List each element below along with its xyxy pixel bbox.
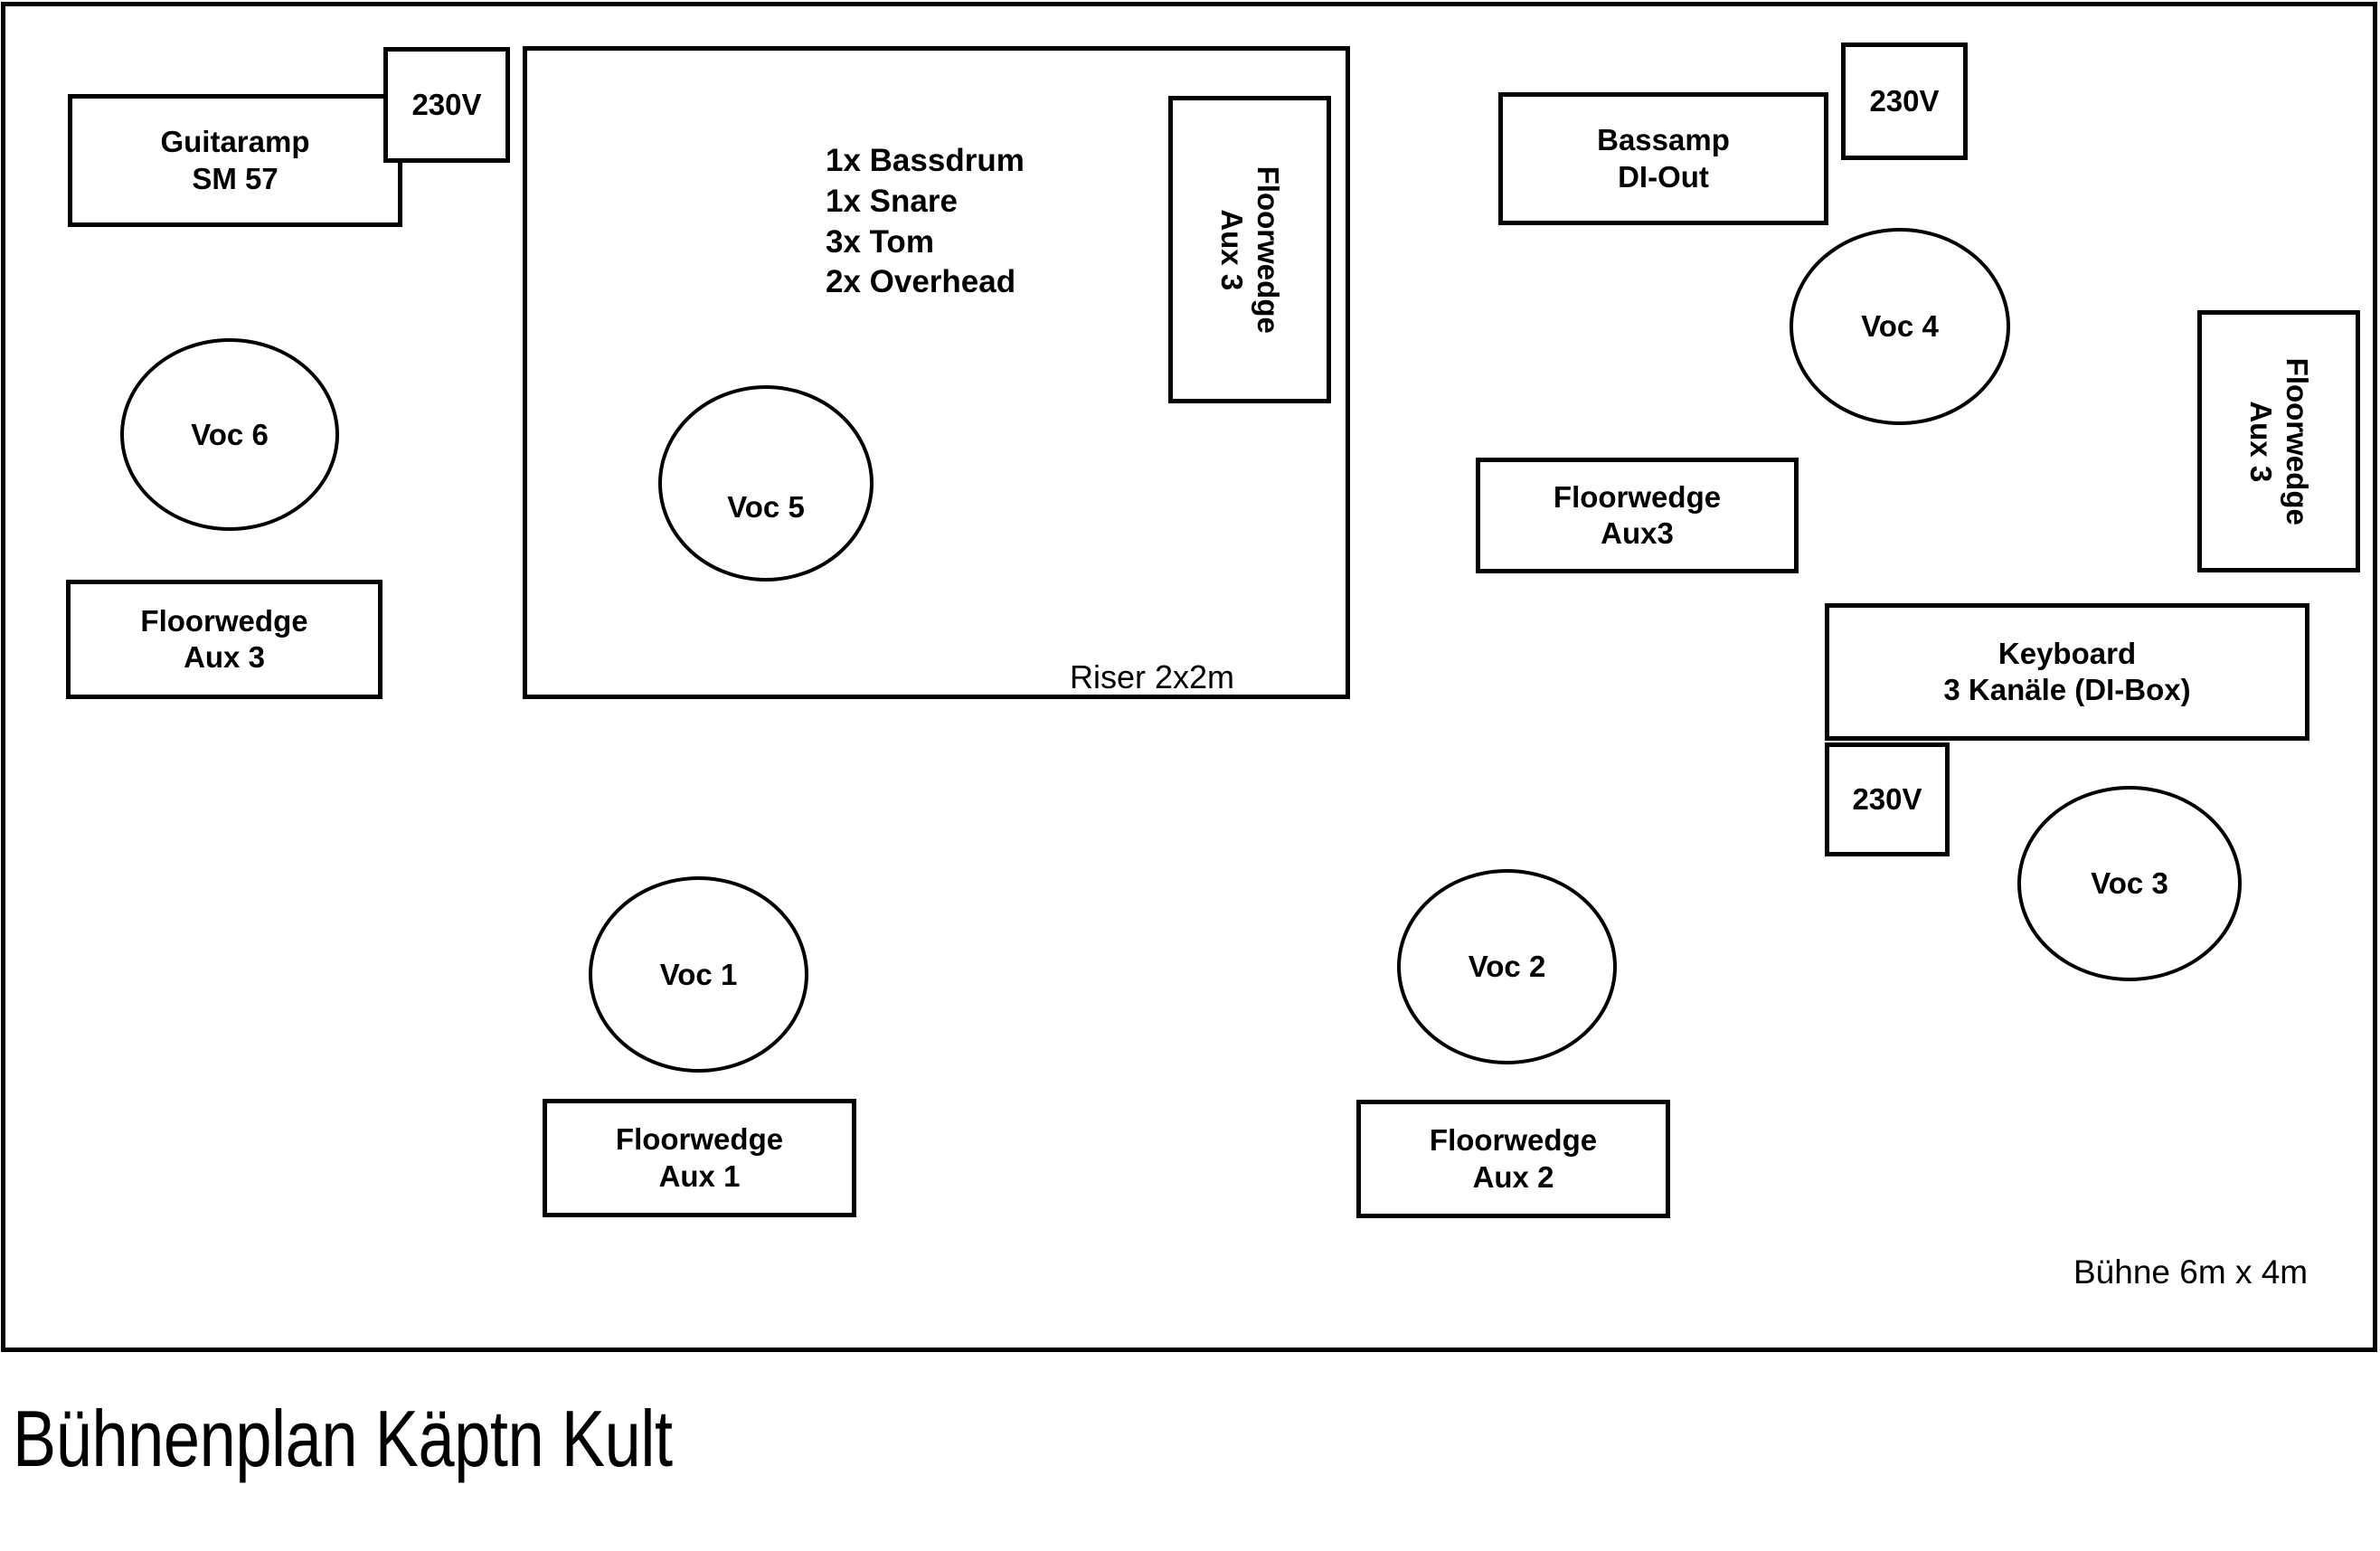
- floorwedge-riser-aux3[interactable]: Floorwedge Aux 3: [1168, 96, 1331, 403]
- floorwedge-front-left-line2: Aux 1: [658, 1159, 741, 1193]
- power-outlet-guitaramp[interactable]: 230V: [383, 47, 510, 163]
- floorwedge-bassamp-line1: Floorwedge: [1553, 479, 1722, 514]
- floorwedge-front-right-line1: Floorwedge: [1429, 1123, 1598, 1158]
- guitaramp-box[interactable]: Guitaramp SM 57: [68, 94, 402, 227]
- vocal-position-voc5[interactable]: Voc 5: [658, 385, 874, 582]
- floorwedge-right-line1: Floorwedge: [2281, 357, 2315, 525]
- vocal-position-voc6[interactable]: Voc 6: [120, 338, 339, 531]
- bassamp-box[interactable]: Bassamp DI-Out: [1498, 92, 1828, 225]
- power-outlet-guitaramp-label: 230V: [411, 87, 482, 121]
- floorwedge-right-line2: Aux 3: [2244, 401, 2278, 482]
- floorwedge-right-rot-inner: Floorwedge Aux 3: [2243, 357, 2316, 525]
- guitaramp-label-line2: SM 57: [192, 161, 279, 195]
- floorwedge-riser-rot-inner: Floorwedge Aux 3: [1214, 166, 1287, 333]
- riser-dimension-label: Riser 2x2m: [1070, 658, 1235, 695]
- voc1-label: Voc 1: [659, 957, 738, 991]
- power-outlet-bassamp-label: 230V: [1869, 83, 1940, 118]
- keyboard-label-line2: 3 Kanäle (DI-Box): [1943, 673, 2191, 706]
- drumkit-item: 1x Bassdrum: [826, 143, 1025, 178]
- bassamp-label-line2: DI-Out: [1618, 159, 1709, 194]
- drumkit-item: 1x Snare: [826, 183, 958, 219]
- floorwedge-riser-line1: Floorwedge: [1251, 166, 1286, 334]
- power-outlet-keyboard-label: 230V: [1852, 781, 1922, 816]
- floorwedge-bassamp-line2: Aux3: [1601, 516, 1674, 550]
- floorwedge-left-aux3[interactable]: Floorwedge Aux 3: [66, 580, 382, 699]
- drum-riser-box[interactable]: 1x Bassdrum 1x Snare 3x Tom 2x Overhead …: [523, 46, 1350, 699]
- voc6-label: Voc 6: [191, 417, 269, 451]
- page-title: Bühnenplan Käptn Kult: [13, 1394, 673, 1483]
- voc4-label: Voc 4: [1861, 309, 1939, 343]
- floorwedge-left-line1: Floorwedge: [140, 603, 308, 638]
- vocal-position-voc4[interactable]: Voc 4: [1790, 228, 2010, 425]
- floorwedge-left-line2: Aux 3: [184, 640, 265, 674]
- keyboard-label-line1: Keyboard: [1998, 636, 2137, 670]
- voc5-label: Voc 5: [727, 489, 805, 524]
- floorwedge-riser-line2: Aux 3: [1215, 209, 1249, 290]
- power-outlet-bassamp[interactable]: 230V: [1841, 43, 1968, 160]
- floorwedge-front-left-aux1[interactable]: Floorwedge Aux 1: [543, 1099, 856, 1217]
- voc2-label: Voc 2: [1468, 950, 1546, 983]
- vocal-position-voc3[interactable]: Voc 3: [2017, 786, 2242, 981]
- floorwedge-front-left-line1: Floorwedge: [615, 1122, 784, 1157]
- drumkit-item: 3x Tom: [826, 223, 934, 260]
- vocal-position-voc2[interactable]: Voc 2: [1397, 869, 1617, 1064]
- floorwedge-bassamp-aux3[interactable]: Floorwedge Aux3: [1476, 458, 1799, 573]
- floorwedge-front-right-aux2[interactable]: Floorwedge Aux 2: [1356, 1100, 1670, 1218]
- bassamp-label-line1: Bassamp: [1597, 123, 1730, 157]
- vocal-position-voc1[interactable]: Voc 1: [589, 876, 808, 1073]
- drumkit-item: 2x Overhead: [826, 264, 1016, 300]
- voc3-label: Voc 3: [2091, 866, 2168, 900]
- power-outlet-keyboard[interactable]: 230V: [1825, 742, 1950, 856]
- stage-dimension-label: Bühne 6m x 4m: [2073, 1253, 2309, 1291]
- drumkit-list: 1x Bassdrum 1x Snare 3x Tom 2x Overhead: [826, 141, 1025, 303]
- guitaramp-label-line1: Guitaramp: [160, 125, 310, 159]
- floorwedge-front-right-line2: Aux 2: [1472, 1159, 1554, 1194]
- floorwedge-right-aux3[interactable]: Floorwedge Aux 3: [2197, 310, 2360, 572]
- keyboard-box[interactable]: Keyboard 3 Kanäle (DI-Box): [1825, 603, 2309, 741]
